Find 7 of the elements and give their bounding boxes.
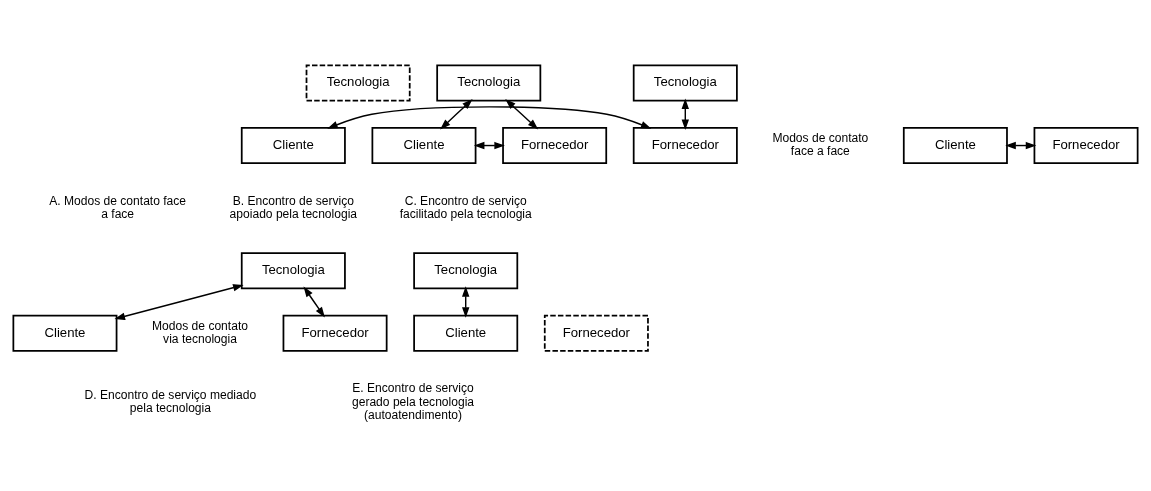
label: E. Encontro de serviço gerado pela tecnologia (autoatendimento): [351, 380, 475, 422]
label: Modos de contato via tecnologia: [152, 318, 248, 346]
label: B. Encontro de serviço apoiado pela tecnologia: [229, 193, 358, 221]
label: Modos de contato face a face: [772, 130, 869, 158]
label: D. Encontro de serviço mediado pela tecnologia: [84, 387, 257, 415]
label: A. Modos de contato face a face: [49, 193, 187, 221]
label: C. Encontro de serviço facilitado pela tecnologia: [399, 193, 532, 221]
